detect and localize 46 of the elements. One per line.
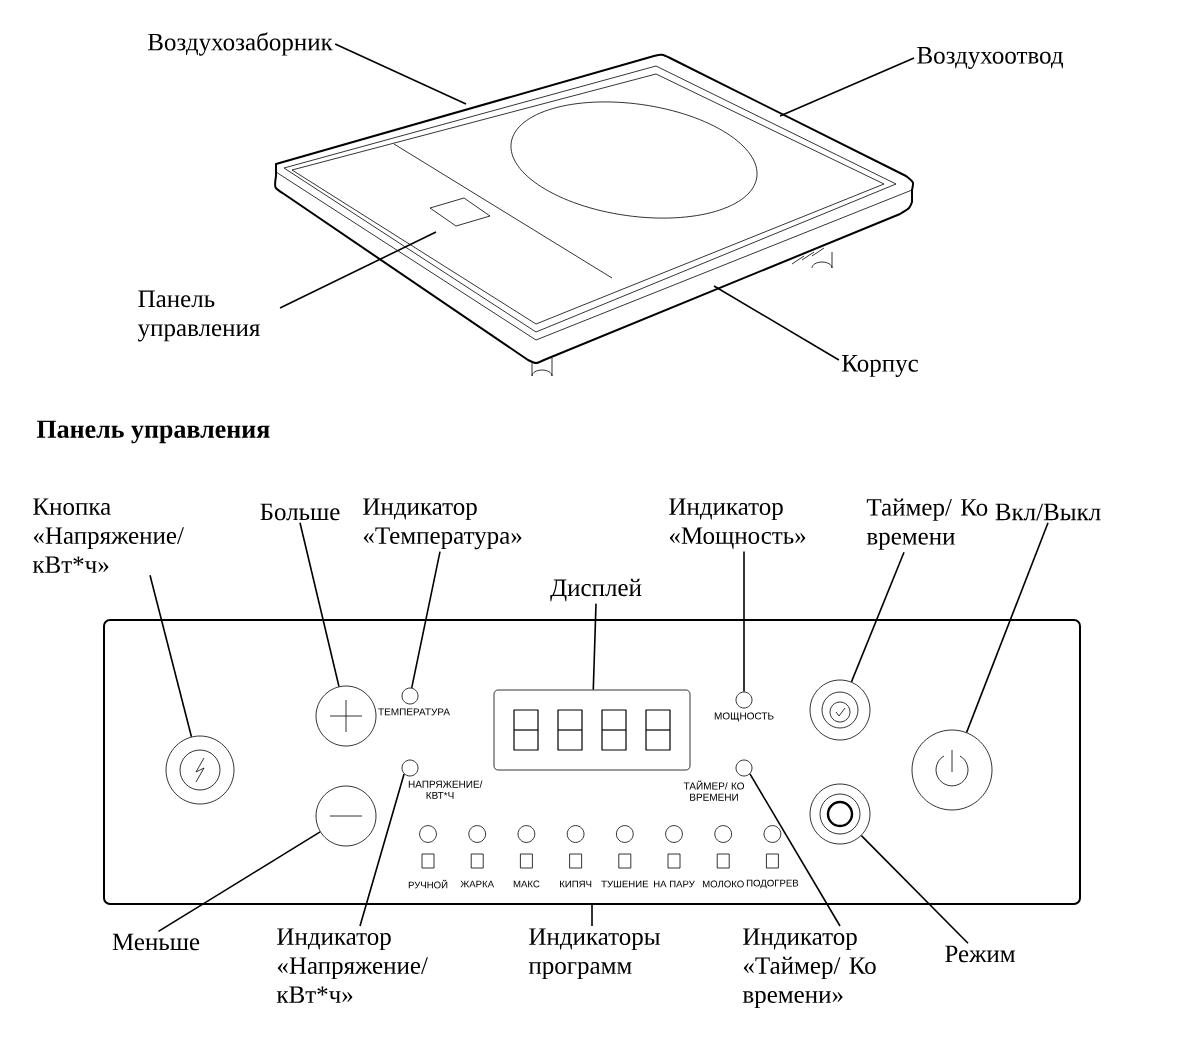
callout-label: Режим xyxy=(945,945,1015,963)
voltage-button xyxy=(165,735,235,805)
leader-line xyxy=(779,57,915,117)
callout-label: Кнопка «Напряжение/ кВт*ч» xyxy=(32,498,184,573)
timer-button xyxy=(809,679,871,741)
leader-line xyxy=(591,904,593,927)
callout-label: Таймер/ Ко времени xyxy=(866,498,988,550)
leader-line xyxy=(359,773,405,927)
leader-line xyxy=(965,521,1049,734)
callout-label: Индикатор «Мощность» xyxy=(669,498,806,549)
cooktop-drawing xyxy=(273,53,915,377)
callout-label: Панель управления xyxy=(137,290,260,342)
leader-line xyxy=(743,550,745,693)
indicator-light xyxy=(401,687,419,705)
section-heading: Панель управления xyxy=(36,420,270,444)
leader-line xyxy=(157,831,321,933)
callout-label: Индикаторы программ xyxy=(528,928,660,980)
callout-label: Корпус xyxy=(842,355,918,377)
callout-label: Индикатор «Таймер/ Ко времени» xyxy=(742,928,876,1009)
mode-button xyxy=(809,783,871,845)
callout-label: Больше xyxy=(260,503,340,521)
power-button xyxy=(911,729,993,811)
callout-label: Воздухоотвод xyxy=(917,47,1064,69)
callout-label: Дисплей xyxy=(550,578,642,602)
leader-line xyxy=(713,285,840,361)
indicator-light xyxy=(735,691,753,709)
leader-line xyxy=(592,602,597,691)
callout-label: Индикатор «Температура» xyxy=(363,498,522,550)
leader-line xyxy=(149,574,193,738)
leader-line xyxy=(749,773,841,927)
callout-label: Меньше xyxy=(112,933,200,951)
indicator-light xyxy=(401,759,419,777)
leader-line xyxy=(299,521,340,688)
leader-line xyxy=(850,551,905,683)
leader-line xyxy=(860,834,969,945)
display xyxy=(493,689,691,771)
leader-line xyxy=(279,231,437,309)
leader-line xyxy=(410,550,441,689)
callout-label: Индикатор «Напряжение/ кВт*ч» xyxy=(276,928,428,1003)
callout-label: Вкл/Выкл xyxy=(995,503,1101,521)
plus-button xyxy=(315,685,377,747)
callout-label: Воздухозаборник xyxy=(148,32,333,56)
indicator-light xyxy=(735,759,753,777)
control-panel xyxy=(103,619,1081,905)
leader-line xyxy=(334,43,467,105)
minus-button xyxy=(315,785,377,847)
